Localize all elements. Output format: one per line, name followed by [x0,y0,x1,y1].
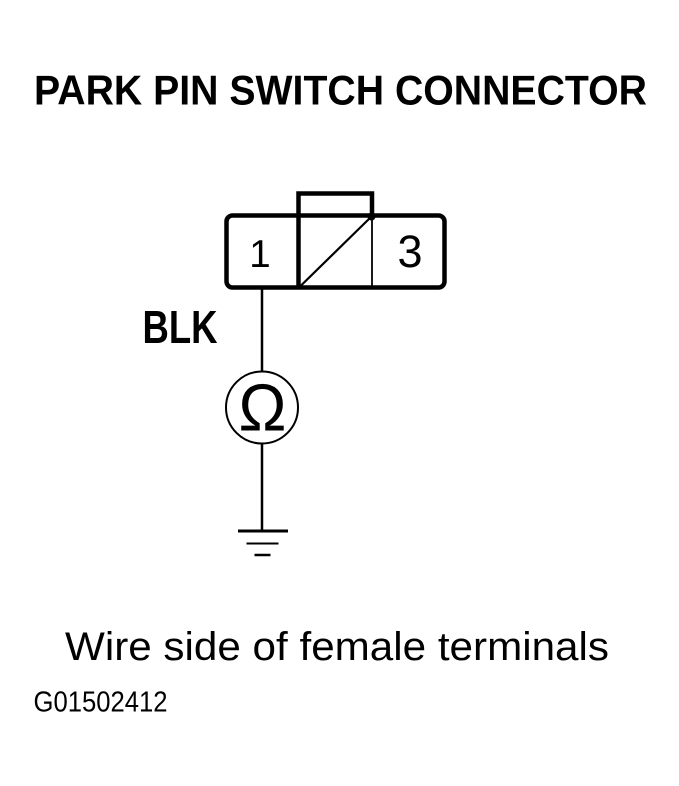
svg-text:1: 1 [249,233,270,276]
svg-text:Ω: Ω [239,371,287,446]
svg-text:PARK PIN SWITCH CONNECTOR: PARK PIN SWITCH CONNECTOR [34,67,647,114]
svg-text:BLK: BLK [143,301,218,353]
svg-text:Wire side of female terminals: Wire side of female terminals [65,625,609,669]
svg-text:G01502412: G01502412 [34,687,168,719]
svg-text:3: 3 [397,226,422,277]
